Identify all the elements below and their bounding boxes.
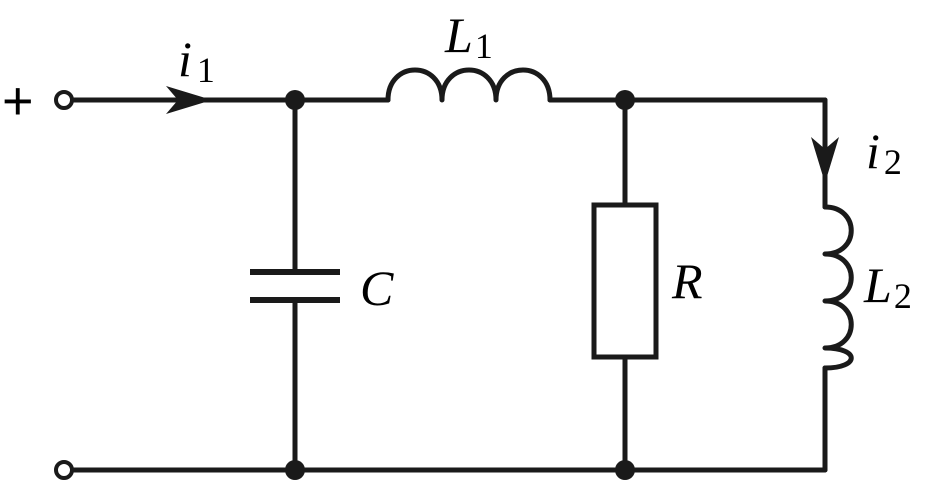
inductor-l1 bbox=[385, 67, 553, 103]
junction-node-bottom-right bbox=[615, 460, 635, 480]
label-i2-main: i bbox=[866, 123, 880, 179]
label-r: R bbox=[671, 253, 703, 309]
junction-node-bottom-left bbox=[285, 460, 305, 480]
inductor-l2 bbox=[822, 204, 854, 371]
current-arrow-i1 bbox=[166, 86, 212, 114]
junction-node-top-left bbox=[285, 90, 305, 110]
label-l1: L1 bbox=[444, 7, 493, 66]
label-i2-sub: 2 bbox=[884, 142, 902, 182]
plus-sign: + bbox=[2, 71, 34, 131]
input-terminal-top bbox=[54, 90, 74, 110]
input-terminal-bottom bbox=[54, 460, 74, 480]
label-c: C bbox=[360, 260, 394, 316]
label-l1-main: L bbox=[444, 7, 473, 63]
resistor-r bbox=[591, 202, 659, 360]
label-i1-sub: 1 bbox=[197, 50, 215, 90]
label-l2-main: L bbox=[863, 257, 892, 313]
label-l2-sub: 2 bbox=[894, 276, 912, 316]
label-i1-main: i bbox=[178, 31, 192, 87]
label-l2: L2 bbox=[863, 257, 912, 316]
junction-node-top-right bbox=[615, 90, 635, 110]
current-arrow-i2 bbox=[811, 137, 839, 183]
label-l1-sub: 1 bbox=[475, 26, 493, 66]
